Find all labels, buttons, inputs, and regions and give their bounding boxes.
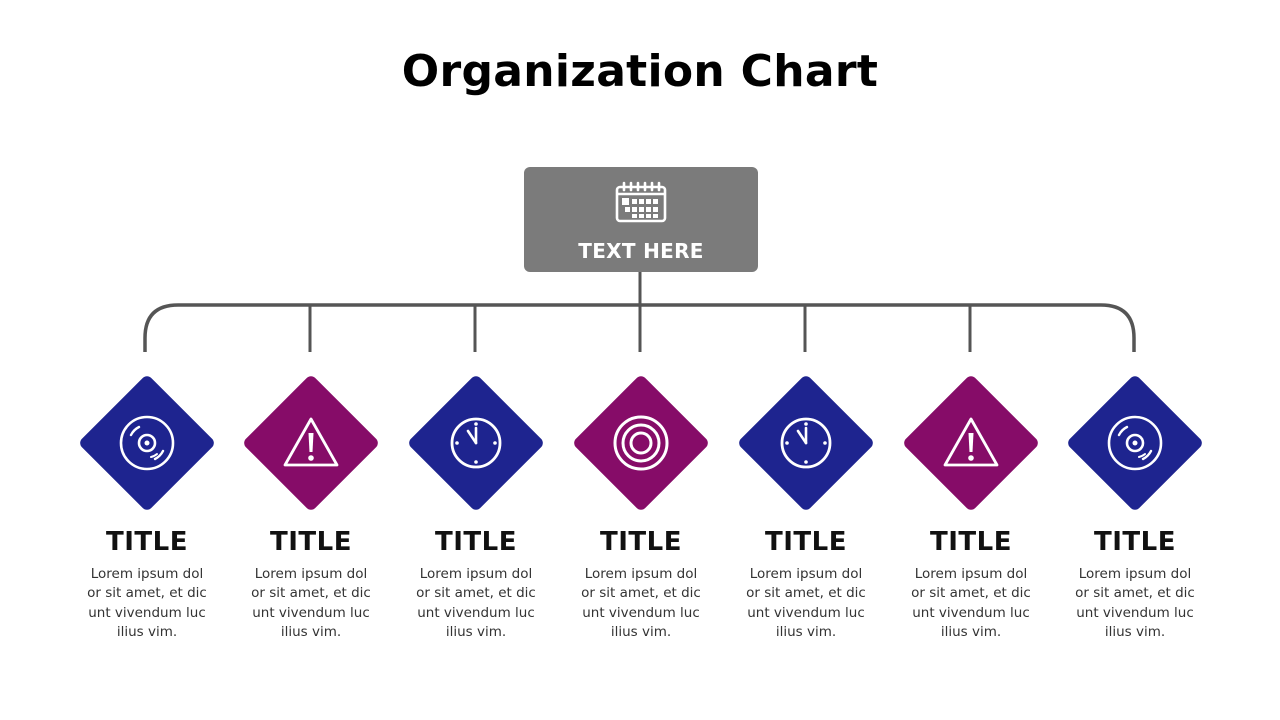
child-node-text-1: TITLE Lorem ipsum dol or sit amet, et dic… (72, 525, 222, 642)
clock-icon (450, 417, 502, 469)
child-node-text-7: TITLE Lorem ipsum dol or sit amet, et dic… (1060, 525, 1210, 642)
page-title: Organization Chart (401, 46, 879, 97)
child-node-7 (1065, 373, 1205, 513)
child-node-5 (736, 373, 876, 513)
child-node-6 (901, 373, 1041, 513)
child-node-4 (571, 373, 711, 513)
item-title: TITLE (435, 527, 517, 557)
child-node-2 (241, 373, 381, 513)
child-node-1 (77, 373, 217, 513)
item-title: TITLE (930, 527, 1012, 557)
root-node: TEXT HERE (524, 167, 758, 272)
item-description: Lorem ipsum dol or sit amet, et dic unt … (1075, 566, 1195, 640)
vinyl-record-icon (1107, 415, 1163, 471)
item-description: Lorem ipsum dol or sit amet, et dic unt … (251, 566, 371, 640)
item-title: TITLE (270, 527, 352, 557)
target-icon (613, 415, 669, 471)
child-node-text-4: TITLE Lorem ipsum dol or sit amet, et dic… (566, 525, 716, 642)
child-node-3 (406, 373, 546, 513)
item-description: Lorem ipsum dol or sit amet, et dic unt … (581, 566, 701, 640)
warning-icon (943, 417, 999, 467)
item-description: Lorem ipsum dol or sit amet, et dic unt … (416, 566, 536, 640)
item-title: TITLE (765, 527, 847, 557)
calendar-icon (615, 181, 667, 223)
item-description: Lorem ipsum dol or sit amet, et dic unt … (87, 566, 207, 640)
item-description: Lorem ipsum dol or sit amet, et dic unt … (746, 566, 866, 640)
root-node-label: TEXT HERE (578, 239, 704, 263)
child-node-text-2: TITLE Lorem ipsum dol or sit amet, et dic… (236, 525, 386, 642)
item-title: TITLE (106, 527, 188, 557)
item-title: TITLE (1094, 527, 1176, 557)
item-description: Lorem ipsum dol or sit amet, et dic unt … (911, 566, 1031, 640)
item-title: TITLE (600, 527, 682, 557)
child-node-text-6: TITLE Lorem ipsum dol or sit amet, et dic… (896, 525, 1046, 642)
clock-icon (780, 417, 832, 469)
vinyl-record-icon (119, 415, 175, 471)
child-node-text-5: TITLE Lorem ipsum dol or sit amet, et dic… (731, 525, 881, 642)
warning-icon (283, 417, 339, 467)
child-node-text-3: TITLE Lorem ipsum dol or sit amet, et dic… (401, 525, 551, 642)
